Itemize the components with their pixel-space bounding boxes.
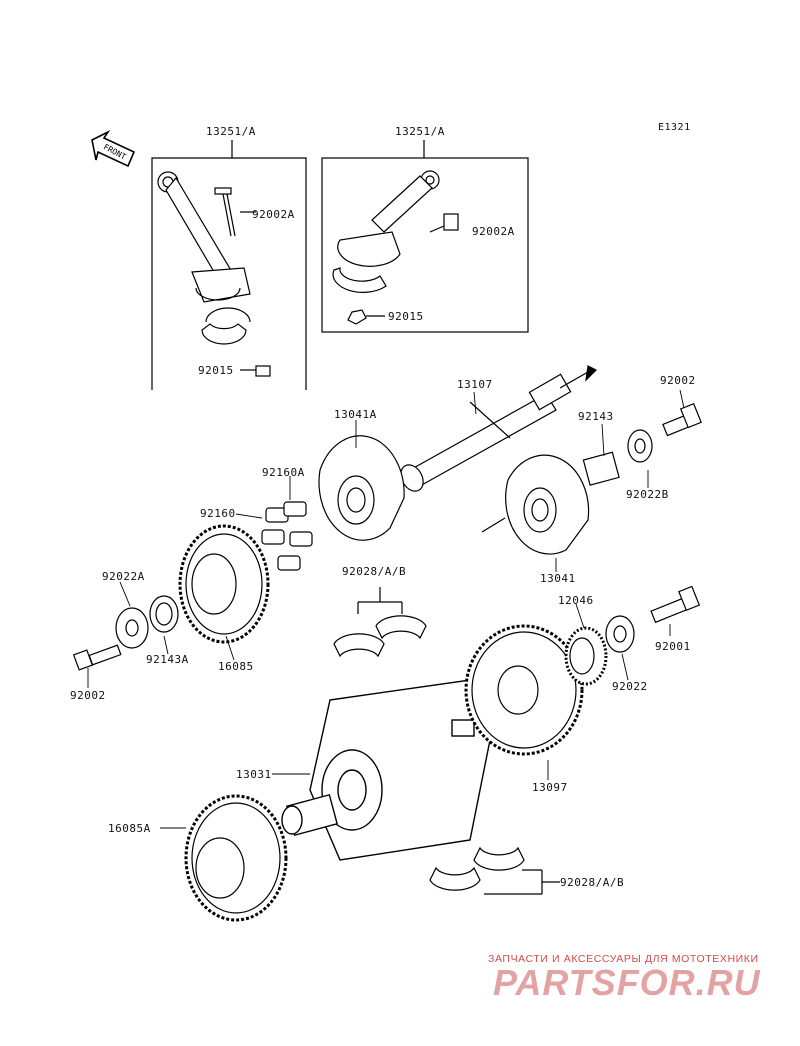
part-label-13041: 13041 — [540, 572, 576, 585]
part-label-92015-left: 92015 — [198, 364, 234, 377]
part-label-92002-top: 92002 — [660, 374, 696, 387]
front-arrow-icon: FRONT — [91, 129, 136, 168]
part-label-92143: 92143 — [578, 410, 614, 423]
part-label-92160a: 92160A — [262, 466, 305, 479]
conrod-assembly-left — [151, 140, 307, 390]
crankshaft — [281, 679, 491, 861]
part-label-92028-mid: 92028/A/B — [342, 565, 407, 578]
damper-hubs — [318, 435, 590, 555]
part-label-13031: 13031 — [236, 768, 272, 781]
part-label-92022: 92022 — [612, 680, 648, 693]
part-label-92022b: 92022B — [626, 488, 669, 501]
watermark-logo: PARTSFOR.RU — [493, 962, 761, 1003]
part-label-92143a: 92143A — [146, 653, 189, 666]
part-label-13107: 13107 — [457, 378, 493, 391]
part-label-16085: 16085 — [218, 660, 254, 673]
rubber-dampers — [261, 501, 313, 571]
gear-16085A — [184, 794, 288, 922]
part-label-92002a-left: 92002A — [252, 208, 295, 221]
watermark-tagline: ЗАПЧАСТИ И АКСЕССУАРЫ ДЛЯ МОТОТЕХНИКИ — [488, 953, 759, 965]
diagram-code: E1321 — [658, 122, 691, 133]
bolt-collar-washer-right — [582, 402, 702, 486]
part-label-92160: 92160 — [200, 507, 236, 520]
part-label-92028-bottom: 92028/A/B — [560, 876, 625, 889]
part-label-92022a: 92022A — [102, 570, 145, 583]
part-label-92001: 92001 — [655, 640, 691, 653]
conrod-assembly-right — [321, 140, 529, 333]
gear-13097 — [464, 624, 584, 756]
part-label-13097: 13097 — [532, 781, 568, 794]
watermark-logo-text: PARTSFOR.RU — [493, 962, 761, 1003]
part-label-13251a-right: 13251/A — [395, 125, 445, 138]
part-label-92015-right: 92015 — [388, 310, 424, 323]
leader-lines — [87, 389, 685, 829]
part-label-16085a: 16085A — [108, 822, 151, 835]
part-label-92002-bottom: 92002 — [70, 689, 106, 702]
part-label-12046: 12046 — [558, 594, 594, 607]
crank-bearings-mid — [333, 587, 427, 658]
crank-bearings-bottom — [429, 846, 560, 895]
gear-16085 — [178, 524, 270, 644]
small-gear-washer-bolt — [564, 585, 701, 686]
left-washer-bolt — [72, 595, 179, 671]
part-label-13251a-left: 13251/A — [206, 125, 256, 138]
part-label-92002a-right: 92002A — [472, 225, 515, 238]
part-label-13041a: 13041A — [334, 408, 377, 421]
